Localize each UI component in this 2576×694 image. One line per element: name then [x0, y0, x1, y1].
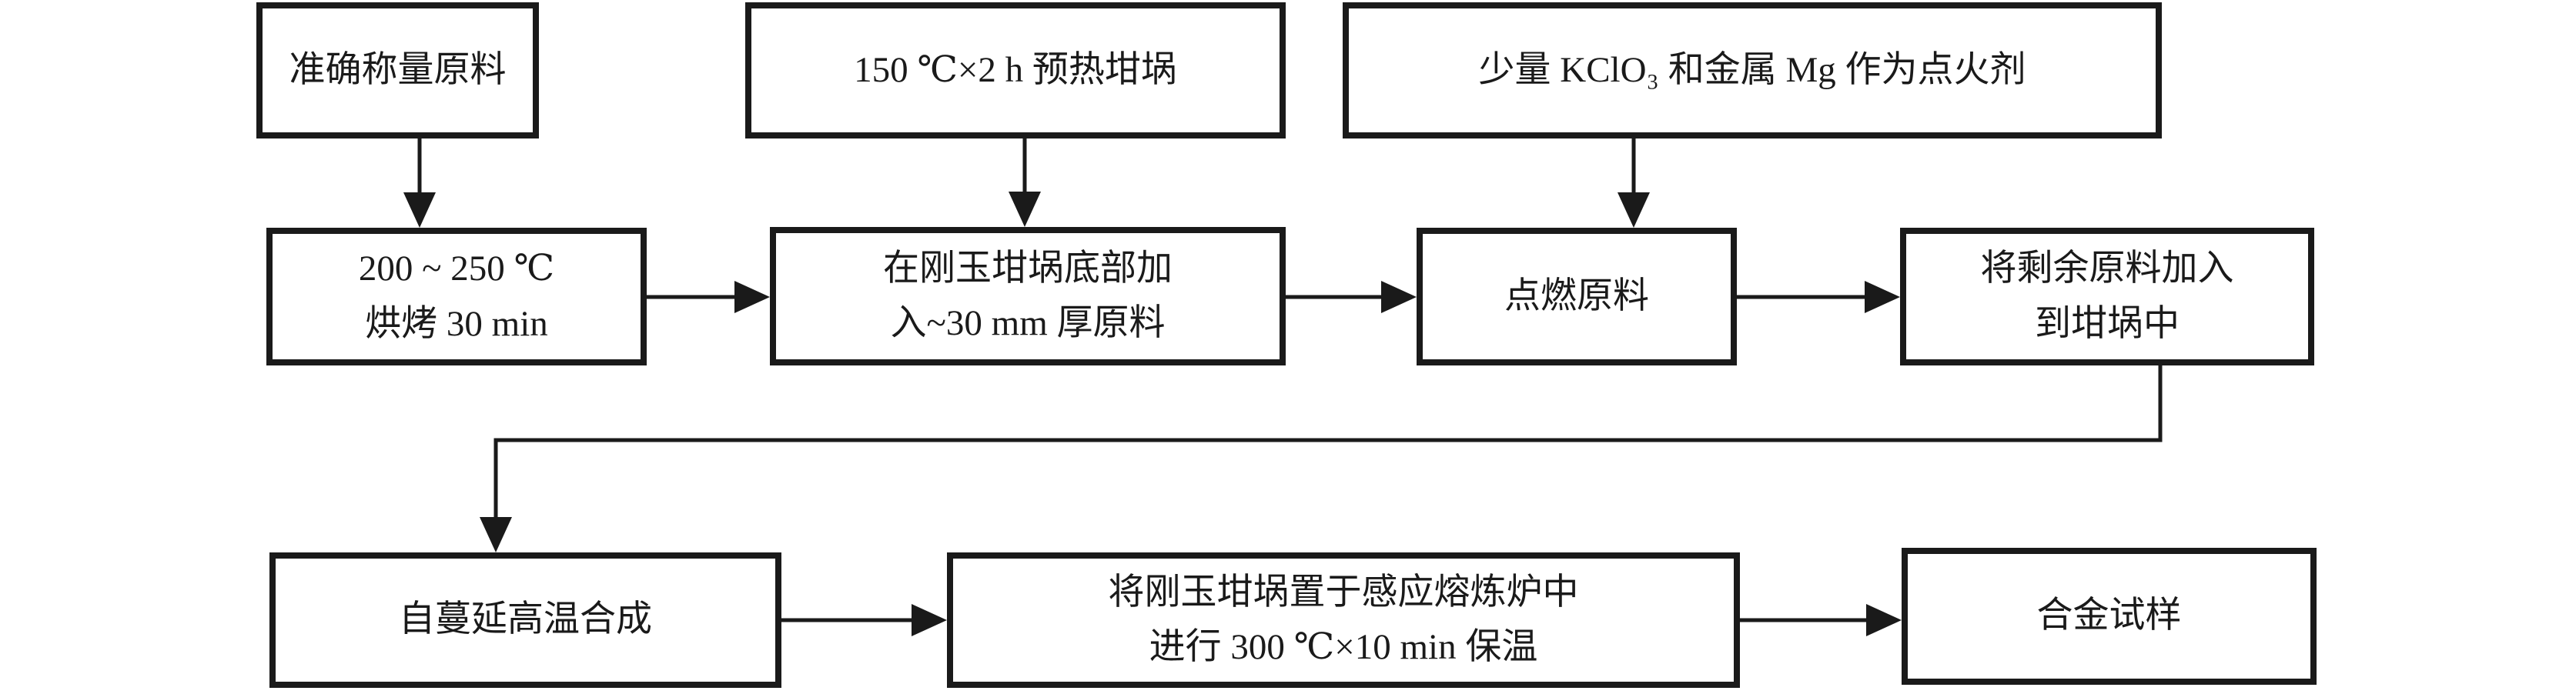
- node-preheat-crucible: 150 ℃×2 h 预热坩埚: [745, 2, 1286, 138]
- node-ignite-materials: 点燃原料: [1417, 228, 1737, 365]
- arrow-preheat-to-bottom-layer: [1009, 138, 1041, 227]
- arrow-add-remaining-to-shs: [480, 365, 2163, 552]
- arrow-weigh-to-bake: [403, 138, 436, 228]
- node-label-line: 150 ℃×2 h 预热坩埚: [854, 49, 1177, 90]
- node-label-line: 200 ~ 250 ℃: [358, 249, 555, 289]
- node-label-line: 进行 300 ℃×10 min 保温: [1149, 627, 1538, 667]
- node-add-bottom-layer: 在刚玉坩埚底部加 入~30 mm 厚原料: [770, 227, 1286, 365]
- arrow-shs-to-induction-hold: [781, 604, 947, 636]
- arrow-bottom-layer-to-ignite: [1286, 281, 1417, 313]
- arrow-bake-to-bottom-layer: [647, 281, 770, 313]
- node-igniter: 少量 KClO₃ 和金属 Mg 作为点火剂: [1343, 2, 2162, 138]
- node-label-line: 在刚玉坩埚底部加: [883, 248, 1173, 289]
- node-label-line: 将刚玉坩埚置于感应熔炼炉中: [1108, 572, 1579, 612]
- node-label-line: 点燃原料: [1504, 275, 1649, 316]
- node-label-line: 入~30 mm 厚原料: [890, 303, 1166, 343]
- node-alloy-sample: 合金试样: [1902, 548, 2317, 685]
- node-shs-synthesis: 自蔓延高温合成: [269, 552, 781, 688]
- node-label-line: 合金试样: [2036, 596, 2182, 636]
- node-label-line: 将剩余原料加入: [1980, 249, 2234, 289]
- node-add-remaining: 将剩余原料加入 到坩埚中: [1900, 228, 2314, 365]
- node-weigh-materials: 准确称量原料: [256, 2, 539, 138]
- node-bake: 200 ~ 250 ℃ 烘烤 30 min: [266, 228, 647, 365]
- arrow-induction-hold-to-alloy-sample: [1740, 604, 1902, 636]
- node-label-line: 自蔓延高温合成: [399, 599, 652, 640]
- arrow-igniter-to-ignite: [1618, 138, 1650, 228]
- node-label-line: 到坩埚中: [2035, 303, 2180, 344]
- node-induction-hold: 将刚玉坩埚置于感应熔炼炉中 进行 300 ℃×10 min 保温: [947, 552, 1740, 688]
- node-label-line: 准确称量原料: [289, 49, 507, 90]
- node-label-line: 烘烤 30 min: [365, 303, 548, 344]
- node-label-line: 少量 KClO₃ 和金属 Mg 作为点火剂: [1478, 49, 2026, 90]
- arrow-ignite-to-add-remaining: [1737, 281, 1900, 313]
